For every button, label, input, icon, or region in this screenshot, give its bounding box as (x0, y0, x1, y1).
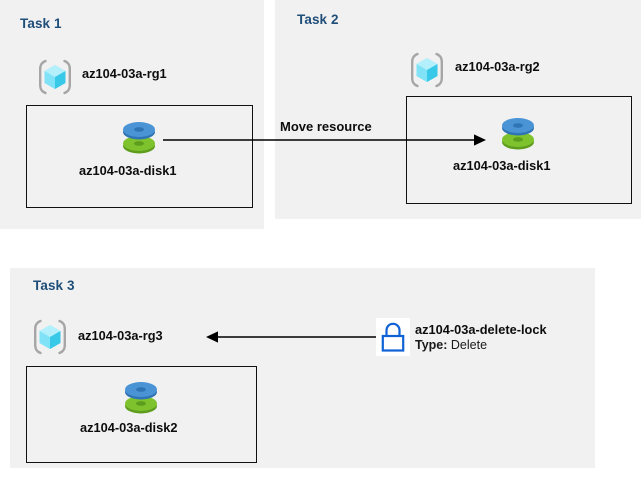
task-3-heading: Task 3 (33, 278, 75, 293)
resource-box-task-1 (26, 105, 253, 208)
lock-applies-arrow (206, 331, 376, 343)
resource-box-task-3 (26, 366, 257, 463)
lock-icon (376, 318, 410, 356)
disk-label: az104-03a-disk1 (453, 158, 551, 173)
resource-group-icon (31, 318, 69, 356)
lock-type-row: Type: Delete (415, 338, 487, 352)
lock-type-key: Type: (415, 338, 448, 352)
disk-icon (495, 112, 541, 156)
disk-label: az104-03a-disk2 (80, 420, 178, 435)
resource-box-task-2 (406, 96, 632, 204)
task-panel-3 (10, 268, 595, 468)
task-2-heading: Task 2 (297, 12, 339, 27)
disk-icon (116, 116, 162, 160)
lock-name-label: az104-03a-delete-lock (415, 322, 547, 337)
move-resource-arrow (163, 134, 486, 146)
task-panel-2 (275, 0, 641, 219)
disk-label: az104-03a-disk1 (79, 163, 177, 178)
resource-group-label: az104-03a-rg3 (78, 328, 163, 343)
task-panel-1 (0, 0, 264, 229)
resource-group-icon (408, 51, 446, 89)
task-1-heading: Task 1 (20, 16, 62, 31)
resource-group-label: az104-03a-rg1 (82, 66, 167, 81)
resource-group-icon (36, 58, 74, 96)
resource-group-label: az104-03a-rg2 (455, 59, 540, 74)
move-resource-caption: Move resource (280, 119, 372, 134)
disk-icon (118, 376, 164, 420)
lock-type-value: Delete (450, 338, 488, 352)
